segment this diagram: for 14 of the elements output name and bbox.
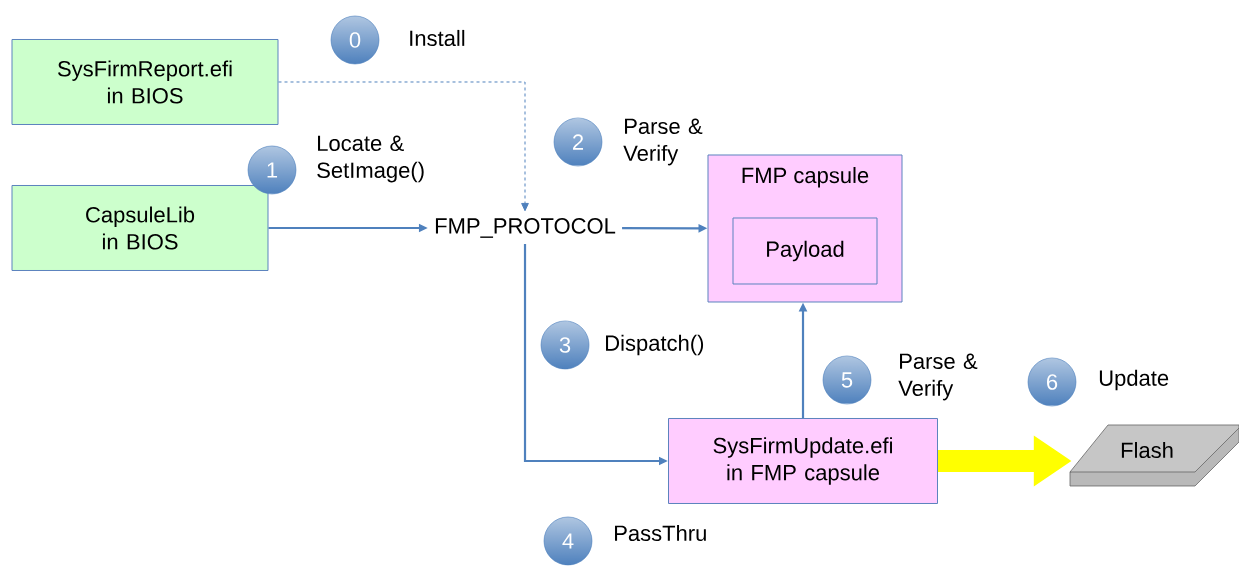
step-caption: Parse & Verify [623, 118, 703, 166]
process-box: SysFirmReport.efi in BIOS [11, 39, 279, 125]
arrow [278, 81, 529, 212]
step-caption: Parse & Verify [898, 353, 978, 401]
step-caption: PassThru [615, 524, 706, 542]
process-box: Payload [732, 217, 878, 285]
step-caption: Install [410, 29, 465, 47]
step-caption: Dispatch() [606, 334, 704, 356]
flash-chip: Flash [1069, 424, 1239, 487]
step-caption: Update [1099, 369, 1169, 391]
step-caption: Locate & SetImage() [317, 135, 424, 183]
protocol-label: FMP_PROTOCOL [435, 218, 616, 238]
process-box: SysFirmUpdate.efi in FMP capsule [668, 418, 938, 504]
process-box: CapsuleLib in BIOS [11, 185, 269, 271]
